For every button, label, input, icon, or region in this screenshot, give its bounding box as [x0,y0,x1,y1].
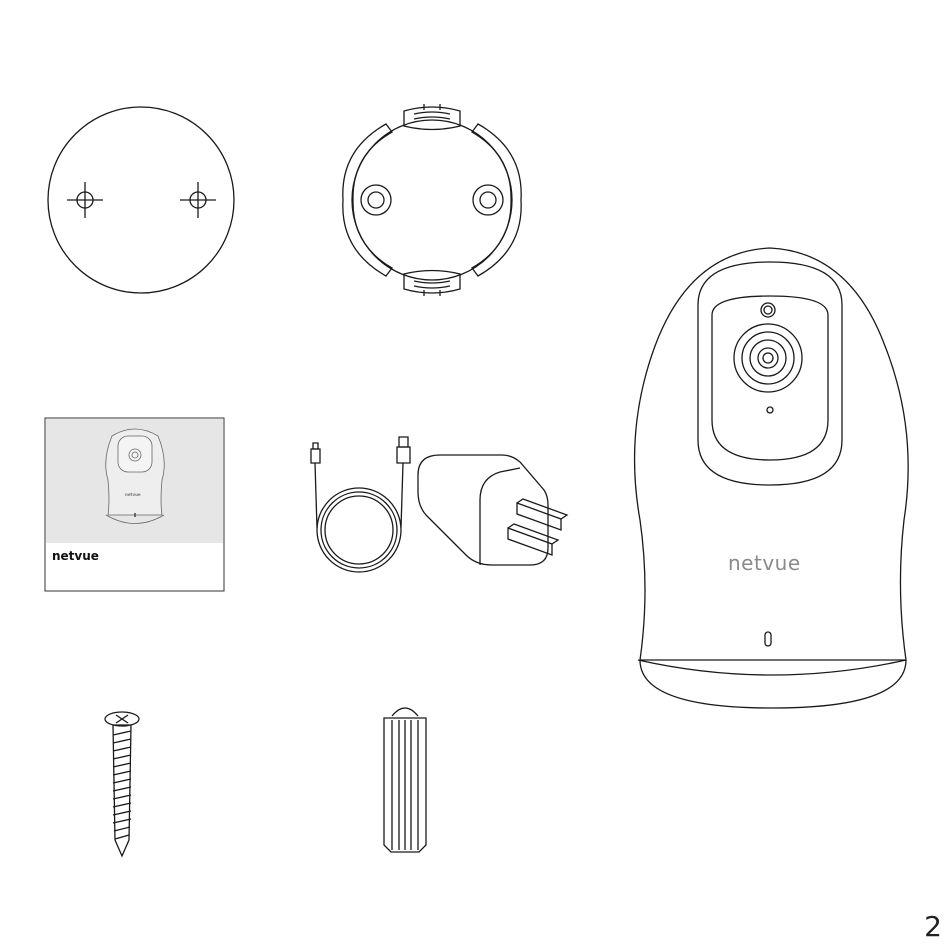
manual-cover-brand-mini: netvue [125,492,141,497]
camera-brand: netvue [728,551,801,575]
manual-cover-brand: netvue [52,549,99,563]
user-manual-icon [45,418,224,591]
wall-mount-icon [343,104,521,296]
camera-icon [635,248,909,708]
screw-icon [105,712,139,856]
power-cable-adapter-icon [311,437,567,572]
wall-anchor-icon [384,708,426,852]
mounting-template-icon [48,107,234,293]
page-number: 2 [924,913,942,941]
